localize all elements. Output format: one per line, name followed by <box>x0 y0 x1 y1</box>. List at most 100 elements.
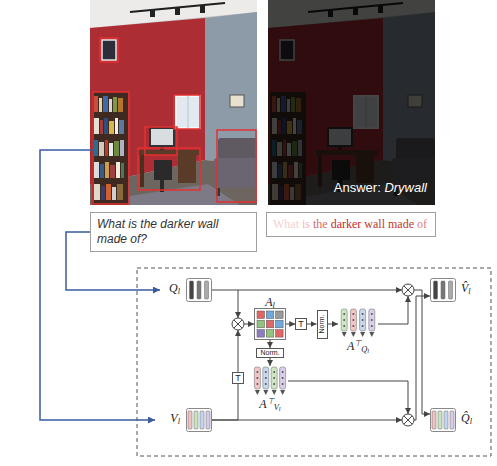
feature-bars <box>430 278 456 302</box>
column-arrow <box>263 390 268 395</box>
text-part: l <box>279 405 281 412</box>
flow-lines <box>212 420 402 421</box>
feature-bar <box>434 281 438 299</box>
question-text: What is the darker wall made of <box>273 217 427 231</box>
affinity-matrix: Al <box>254 296 286 340</box>
attention-column <box>271 367 277 389</box>
feature-bars <box>430 408 456 432</box>
text-part: ⊤ <box>267 397 274 406</box>
detection-boxes <box>138 148 200 190</box>
attention-column <box>360 309 366 331</box>
text-part: A <box>347 339 354 353</box>
matrix-grid <box>254 308 286 340</box>
column-dot <box>362 319 364 321</box>
feature-bar <box>450 411 454 429</box>
math-label: A⊤Vl <box>259 396 280 415</box>
multiply-symbols <box>404 416 412 424</box>
column-arrow <box>369 332 374 337</box>
attention-column <box>254 367 260 389</box>
column-arrow <box>272 390 277 395</box>
attention-column <box>350 309 356 331</box>
feature-bar <box>441 281 445 299</box>
math-label: A⊤Ql <box>347 338 369 357</box>
flow-lines <box>212 290 402 291</box>
text-part: l <box>470 417 472 426</box>
multiply-symbols <box>404 286 412 294</box>
matrix-cell <box>266 330 274 338</box>
matrix-cell <box>257 320 265 328</box>
column-dot <box>256 383 258 385</box>
column-dot <box>282 383 284 385</box>
multiply-symbols <box>234 320 242 328</box>
detection-boxes <box>100 38 118 62</box>
column-dot <box>371 325 373 327</box>
transpose-symbol: T <box>298 319 304 329</box>
column-dot <box>265 383 267 385</box>
multiply-symbols <box>232 284 414 426</box>
math-label: Al <box>265 296 275 308</box>
room-photo <box>90 0 257 205</box>
column-dot <box>362 325 364 327</box>
text-part: the <box>313 217 331 231</box>
question-box: What is the darker wall made of? <box>90 212 257 252</box>
feature-bar <box>438 411 442 429</box>
attention-columns: A⊤Ql <box>338 308 378 357</box>
attention-column <box>341 309 347 331</box>
attention-columns-icon <box>338 308 378 338</box>
flow-lines <box>244 324 254 325</box>
output-features: V̂l <box>430 278 471 302</box>
detection-boxes <box>93 92 129 204</box>
detection-boxes <box>145 127 177 155</box>
feature-bar <box>444 411 448 429</box>
text-part: l <box>273 301 275 310</box>
text-part: l <box>178 417 180 426</box>
feature-frame <box>187 409 212 432</box>
feature-frame <box>431 279 456 302</box>
matrix-cell <box>266 320 274 328</box>
column-dot <box>371 319 373 321</box>
text-part: What <box>273 217 302 231</box>
column-arrow <box>360 332 365 337</box>
feature-bar <box>190 281 194 299</box>
module-frame <box>137 268 491 456</box>
attention-column <box>263 367 269 389</box>
dark-overlay <box>268 0 435 205</box>
feature-bar <box>449 281 453 299</box>
math-label: Vl <box>160 412 180 428</box>
feature-frame <box>431 409 456 432</box>
text-part: Q <box>169 281 178 295</box>
column-dot <box>362 313 364 315</box>
multiply-symbols <box>402 284 414 296</box>
matrix-cell <box>276 320 284 328</box>
feature-bars <box>186 408 212 432</box>
transpose-symbol: T <box>235 373 241 383</box>
flow-lines <box>288 381 408 414</box>
norm-label: Norm. <box>260 349 279 356</box>
feature-bar <box>205 281 209 299</box>
column-dot <box>256 377 258 379</box>
column-dot <box>343 313 345 315</box>
column-dot <box>282 377 284 379</box>
text-part: A <box>265 295 272 309</box>
text-part: l <box>468 287 470 296</box>
flow-arrow <box>328 324 339 325</box>
matrix-cell <box>257 330 265 338</box>
text-part: Answer: <box>334 180 385 195</box>
column-dot <box>265 377 267 379</box>
flow-lines <box>414 296 430 420</box>
feature-bar <box>200 411 204 429</box>
feature-bar <box>206 411 210 429</box>
detection-boxes <box>174 95 200 129</box>
question-text: What is the darker wall made of? <box>97 217 218 246</box>
text-part: A <box>259 397 266 411</box>
flow-arrow <box>270 358 271 366</box>
feature-bar <box>197 281 201 299</box>
attention-column <box>369 309 375 331</box>
matrix-cell <box>266 311 274 319</box>
flow-arrow <box>270 340 271 348</box>
column-dot <box>273 383 275 385</box>
flow-lines <box>378 296 408 324</box>
text-part: wall <box>364 217 388 231</box>
text-part: is <box>302 217 313 231</box>
masked-question-box: What is the darker wall made of <box>266 212 436 237</box>
